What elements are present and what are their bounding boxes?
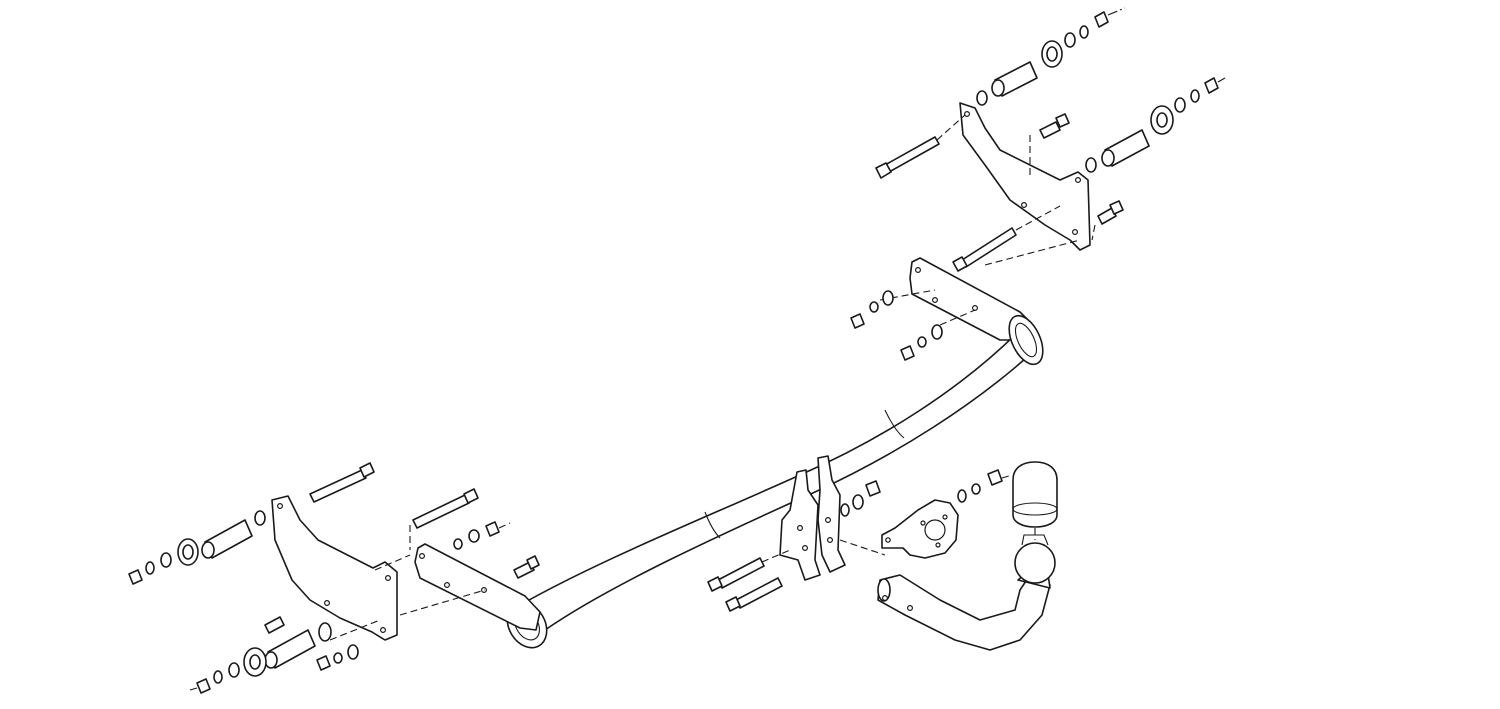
left-bottom-spacer-stack (196, 616, 332, 694)
crossbar-tube (506, 314, 1044, 649)
electrical-socket-plate (881, 499, 959, 559)
left-side-plate (414, 543, 541, 631)
right-top-spacer-stack (976, 11, 1109, 106)
right-outer-bracket (959, 102, 1091, 251)
right-small-bolts (1039, 113, 1124, 225)
center-nuts (840, 480, 881, 517)
right-side-plate (909, 257, 1031, 341)
left-top-spacer-stack (128, 510, 266, 585)
center-ball-mount-brackets (779, 455, 846, 581)
right-long-bolt (875, 136, 940, 179)
right-plate-nuts (850, 290, 943, 361)
center-bolts (707, 557, 783, 612)
tow-ball-cover-cap (1012, 461, 1058, 528)
right-mid-spacer-stack (1085, 77, 1219, 173)
left-outer-bracket (271, 495, 398, 641)
left-plate-nuts (316, 521, 540, 671)
socket-plate-hardware (957, 469, 1003, 503)
left-long-bolts (309, 462, 479, 529)
detachable-tow-ball-neck (877, 534, 1056, 651)
right-mid-long-bolt (952, 227, 1017, 272)
